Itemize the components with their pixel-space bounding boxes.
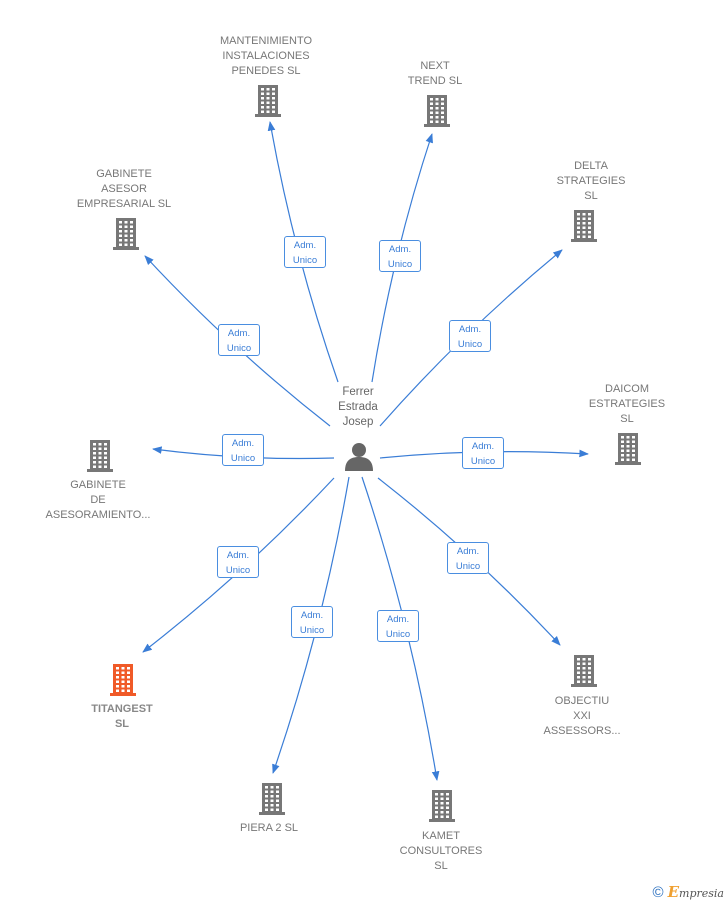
- building-icon[interactable]: [257, 782, 287, 821]
- relationship-badge[interactable]: Adm. Unico: [284, 236, 326, 268]
- relationship-badge[interactable]: Adm. Unico: [379, 240, 421, 272]
- building-icon[interactable]: [111, 217, 141, 256]
- building-icon[interactable]: [108, 663, 138, 702]
- company-label-daicom[interactable]: DAICOM ESTRATEGIES SL: [588, 383, 666, 425]
- building-icon[interactable]: [422, 94, 452, 133]
- building-icon[interactable]: [569, 209, 599, 248]
- company-label-mantenimiento[interactable]: MANTENIMIENTO INSTALACIONES PENEDES SL: [219, 35, 313, 77]
- company-label-piera[interactable]: PIERA 2 SL: [239, 822, 299, 834]
- footer-brand: © Empresia: [653, 883, 724, 901]
- relationship-badge[interactable]: Adm. Unico: [217, 546, 259, 578]
- relationship-badge[interactable]: Adm. Unico: [462, 437, 504, 469]
- person-name: Ferrer Estrada Josep: [338, 386, 378, 428]
- company-label-next-trend[interactable]: NEXT TREND SL: [407, 60, 463, 87]
- company-label-gabinete-asesor[interactable]: GABINETE ASESOR EMPRESARIAL SL: [76, 168, 172, 210]
- relationship-badge[interactable]: Adm. Unico: [449, 320, 491, 352]
- company-label-titangest[interactable]: TITANGEST SL: [91, 703, 153, 730]
- company-label-objectiu[interactable]: OBJECTIU XXI ASSESSORS...: [543, 695, 621, 737]
- building-icon[interactable]: [613, 432, 643, 471]
- relationship-badge[interactable]: Adm. Unico: [222, 434, 264, 466]
- company-label-delta[interactable]: DELTA STRATEGIES SL: [556, 160, 626, 202]
- building-icon[interactable]: [569, 654, 599, 693]
- building-icon[interactable]: [427, 789, 457, 828]
- brand-logo[interactable]: Empresia: [667, 883, 724, 901]
- company-label-gabinete-asesoramiento[interactable]: GABINETE DE ASESORAMIENTO...: [45, 479, 151, 521]
- building-icon[interactable]: [253, 84, 283, 123]
- relationship-badge[interactable]: Adm. Unico: [377, 610, 419, 642]
- relationship-badge[interactable]: Adm. Unico: [291, 606, 333, 638]
- building-icon[interactable]: [85, 439, 115, 478]
- relationship-badge[interactable]: Adm. Unico: [447, 542, 489, 574]
- copyright-icon: ©: [652, 883, 664, 901]
- relationship-badge[interactable]: Adm. Unico: [218, 324, 260, 356]
- company-label-kamet[interactable]: KAMET CONSULTORES SL: [399, 830, 483, 872]
- person-icon[interactable]: [343, 441, 375, 471]
